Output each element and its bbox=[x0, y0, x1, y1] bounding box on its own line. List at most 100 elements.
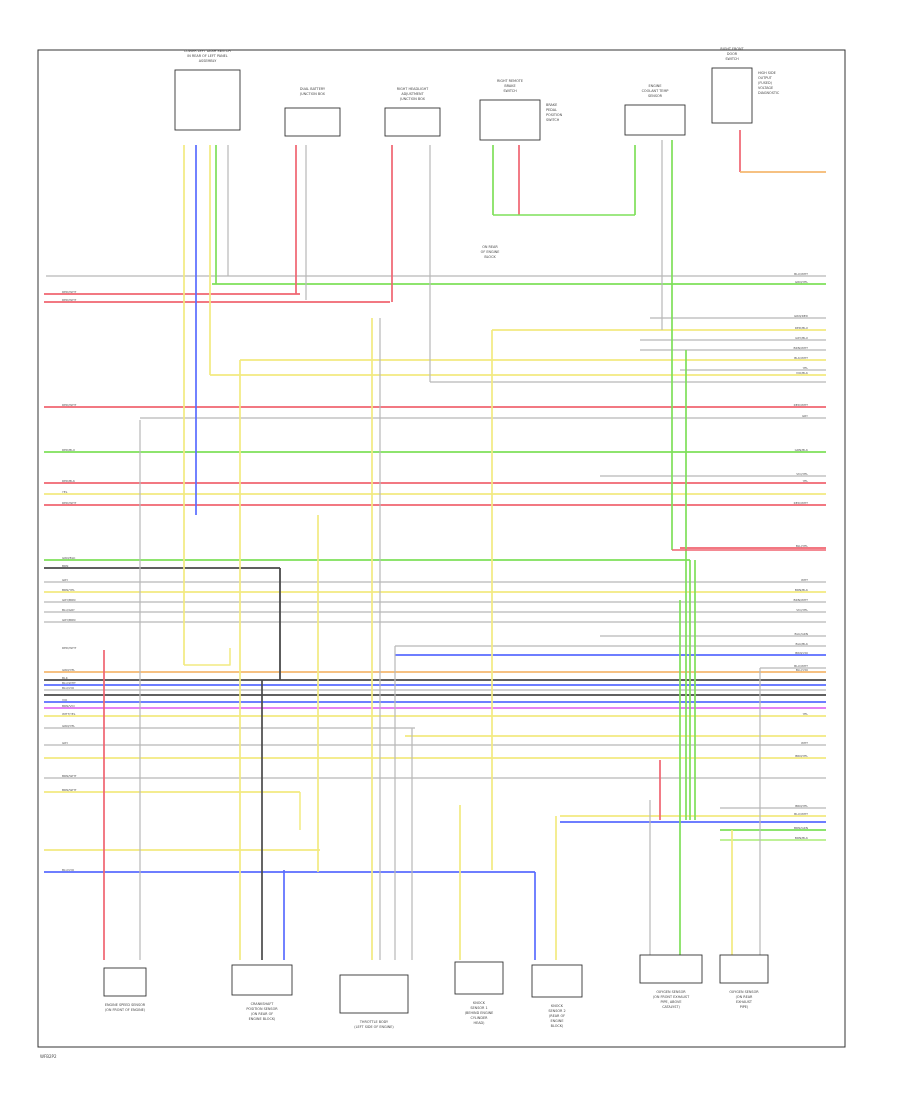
wire-color-label-left: RED/WHT bbox=[62, 646, 77, 650]
wire-color-label-right: WHT bbox=[801, 578, 808, 582]
wire-color-label-left: GRN/BLK bbox=[62, 556, 76, 560]
wire-color-label-left: RED/BLU bbox=[62, 448, 75, 452]
component-b4-label: KNOCK bbox=[473, 1001, 486, 1005]
wire-color-label-left: VIO bbox=[62, 698, 68, 702]
wire-color-label-left: BLU/VIO bbox=[62, 868, 75, 872]
component-c5-body bbox=[624, 104, 686, 136]
component-b5-label: KNOCK bbox=[551, 1004, 564, 1008]
wire-color-label-right: BRN/GRN bbox=[794, 826, 808, 830]
wire-color-label-left: RED/BLK bbox=[62, 479, 76, 483]
wire-color-label-right: BLU/GRN bbox=[795, 632, 808, 636]
wire-labels: BLU/WHTGRN/YELGRN/REDRED/BLUGRY/BLUBRN/W… bbox=[62, 272, 809, 872]
wire-color-label-left: GRY bbox=[62, 578, 68, 582]
diagram-frame bbox=[37, 49, 846, 1048]
wire-color-label-left: RED/WHT bbox=[62, 298, 77, 302]
component-c2-label: DUAL BATTERY bbox=[300, 87, 326, 91]
component-c3-label: RIGHT HEADLIGHT bbox=[397, 87, 429, 91]
wire-color-label-right: GRY bbox=[802, 414, 808, 418]
wire-color-label-right: WHT bbox=[801, 741, 808, 745]
component-b2-label: POSITION SENSOR bbox=[246, 1007, 278, 1011]
ground-point-label: OF ENGINE bbox=[481, 250, 500, 254]
component-c5-label: SENSOR bbox=[648, 94, 663, 98]
component-c6-body bbox=[711, 67, 753, 124]
wire-color-label-right: BLK/WHT bbox=[794, 356, 808, 360]
ground-point-label: ON REAR bbox=[482, 245, 498, 249]
component-c6-label: SWITCH bbox=[725, 57, 739, 61]
component-b5-label: BLOCK) bbox=[551, 1024, 564, 1028]
component-b4-label: SENSOR 1 bbox=[470, 1006, 487, 1010]
wire-color-label-right: RED/BLU bbox=[795, 326, 808, 330]
component-b7-label: EXHAUST bbox=[736, 1000, 753, 1004]
wire-color-label-left: BLU/GRY bbox=[62, 608, 75, 612]
wire-color-label-right: GRN/YEL bbox=[795, 280, 808, 284]
wire-color-label-left: BLK bbox=[62, 676, 69, 680]
component-b6-label: CATALYST) bbox=[662, 1005, 680, 1009]
wire-color-label-left: GRN/YEL bbox=[62, 668, 75, 672]
wire-color-label-left: BLU/VIO bbox=[62, 686, 75, 690]
wire-color-label-left: GRY/BRN bbox=[62, 618, 75, 622]
component-b6-label: PIPE, ABOVE bbox=[660, 1000, 681, 1004]
wire-color-label-right: BRN/WHT bbox=[794, 598, 809, 602]
component-b7-body bbox=[719, 954, 769, 984]
component-c4-body bbox=[479, 99, 541, 141]
component-c6-label: RIGHT FRONT bbox=[720, 47, 744, 51]
component-b6-body bbox=[639, 954, 703, 984]
wire-color-label-right: BRN/VIO bbox=[795, 651, 808, 655]
wire-color-label-left: BRN/WHT bbox=[62, 774, 77, 778]
component-c3-label: ADJUSTMENT bbox=[401, 92, 424, 96]
component-b1-body bbox=[103, 967, 147, 997]
ground-point-label: BLOCK bbox=[484, 255, 496, 259]
component-c3-body bbox=[384, 107, 441, 137]
component-c6-note: (FUSED) bbox=[758, 81, 773, 85]
wire-color-label-right: BLU/WHT bbox=[794, 664, 808, 668]
wire-color-label-left: GRY/BRN bbox=[62, 598, 75, 602]
wire-color-label-right: YEL bbox=[803, 712, 809, 716]
component-b3-label: (LEFT SIDE OF ENGINE) bbox=[354, 1025, 394, 1029]
component-b5-label: (REAR OF bbox=[549, 1014, 565, 1018]
wire-color-label-right: BRN/YEL bbox=[795, 754, 808, 758]
component-b1-label: (ON FRONT OF ENGINE) bbox=[105, 1008, 146, 1012]
component-b7-label: OXYGEN SENSOR bbox=[729, 990, 759, 994]
component-b4-label: HEAD) bbox=[474, 1021, 486, 1025]
component-b2-label: CRANKSHAFT bbox=[251, 1002, 275, 1006]
component-b1-label: ENGINE SPEED SENSOR bbox=[105, 1003, 146, 1007]
component-b7-label: (ON REAR bbox=[736, 995, 753, 999]
component-c4-note: BRAKE bbox=[546, 103, 557, 107]
wire-color-label-right: VIO/YEL bbox=[796, 608, 808, 612]
wire-color-label-left: GRN/YEL bbox=[62, 724, 75, 728]
component-b7-label: PIPE) bbox=[740, 1005, 749, 1009]
component-b6-label: OXYGEN SENSOR bbox=[656, 990, 686, 994]
wire-color-label-right: BRN/BLK bbox=[795, 588, 809, 592]
wire-color-label-left: BRN/WHT bbox=[62, 788, 77, 792]
wire-color-label-right: BRN/YEL bbox=[795, 804, 808, 808]
component-c5-label: COOLANT TEMP bbox=[642, 89, 669, 93]
wire-harness bbox=[44, 130, 826, 960]
component-b5-body bbox=[531, 964, 583, 998]
component-c6-note: VOLTAGE bbox=[758, 86, 773, 90]
component-c2-body bbox=[284, 107, 341, 137]
component-b5-label: ENGINE bbox=[551, 1019, 564, 1023]
component-c4-label: BRAKE bbox=[504, 84, 515, 88]
component-b3-label: THROTTLE BODY bbox=[359, 1020, 389, 1024]
wire-color-label-right: BLU/WHT bbox=[794, 812, 808, 816]
wire-color-label-right: BLU/YEL bbox=[796, 544, 809, 548]
wire-color-label-right: BLU/WHT bbox=[794, 272, 808, 276]
wire-color-label-right: BLU/VIO bbox=[796, 668, 809, 672]
component-b3-body bbox=[339, 974, 409, 1014]
component-c6-note: OUTPUT bbox=[758, 76, 773, 80]
component-c1-label: LOWER LEFT DASH SWITCH bbox=[184, 49, 231, 53]
component-c4-note: POSITION bbox=[546, 113, 563, 117]
wire-color-label-right: VIO/YEL bbox=[796, 472, 808, 476]
component-c6-note: HIGH SIDE bbox=[758, 71, 776, 75]
wire-color-label-right: BRN/BLK bbox=[795, 836, 809, 840]
wire-color-label-left: WHT/YEL bbox=[62, 712, 76, 716]
component-b2-body bbox=[231, 964, 293, 996]
component-b4-label: (BEHIND ENGINE bbox=[465, 1011, 494, 1015]
component-c1-label: IN REAR OF LEFT PANEL bbox=[187, 54, 227, 58]
wire-color-label-left: BRN/YEL bbox=[62, 588, 75, 592]
wire-color-label-left: GRY bbox=[62, 741, 68, 745]
wire-color-label-left: RED/WHT bbox=[62, 403, 77, 407]
component-c4-label: RIGHT REMOTE bbox=[497, 79, 523, 83]
